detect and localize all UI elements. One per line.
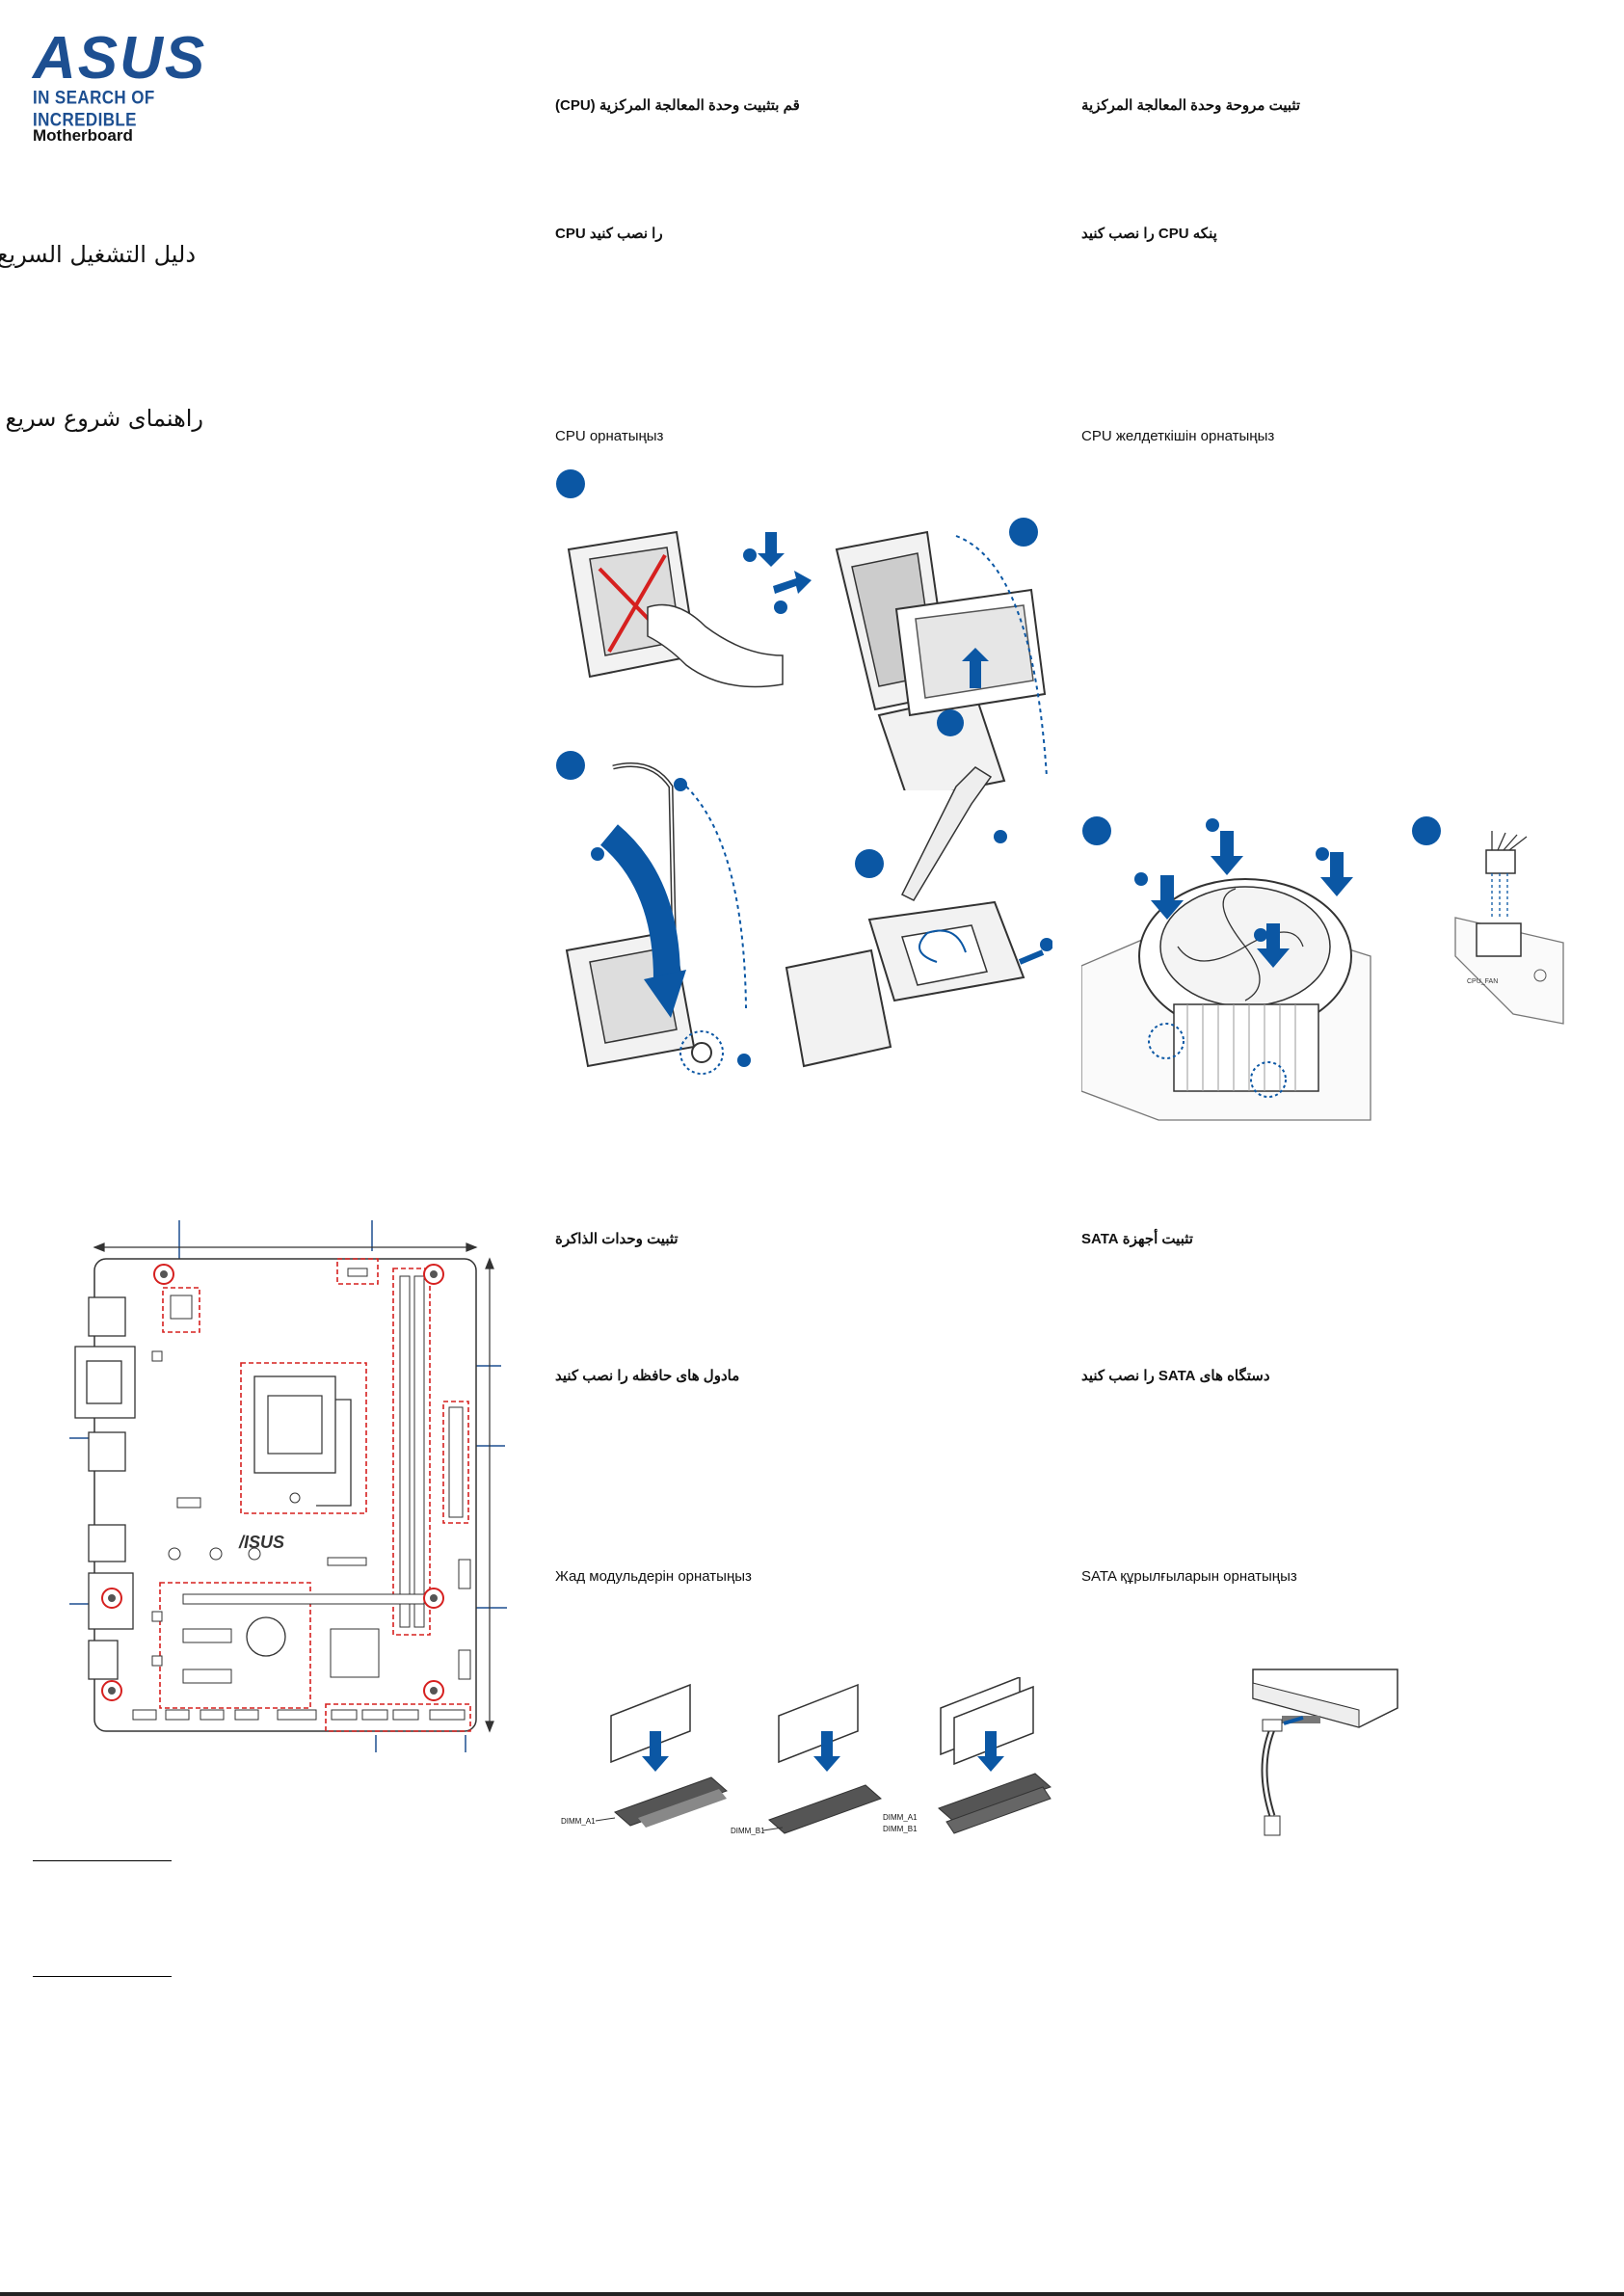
- dimm-b1-label: DIMM_B1: [883, 1825, 918, 1833]
- asus-logo: ASUS IN SEARCH OF INCREDIBLE: [33, 25, 254, 130]
- board-logo: /ISUS: [238, 1533, 284, 1552]
- guide-title-persian: راهنمای شروع سریع: [5, 405, 203, 432]
- page-bottom-rule: [0, 2292, 1624, 2296]
- step-marker: [556, 751, 585, 780]
- footnote-rule: [33, 1976, 172, 1977]
- cpu-heading-persian: CPU را نصب کنید: [555, 226, 663, 242]
- cpu-step-3-4-illustration: [556, 751, 1052, 1075]
- dimm-b1-label: DIMM_B1: [731, 1827, 765, 1835]
- memory-install-illustration: DIMM_A1 DIMM_B1 DIMM_A1 DIMM_B1: [561, 1677, 1052, 1835]
- cpu-fan-illustration: CPU_FAN: [1081, 816, 1564, 1121]
- footnote-rule: [33, 1860, 172, 1861]
- fan-heading-arabic: تثبيت مروحة وحدة المعالجة المركزية: [1081, 97, 1301, 114]
- dimm-config-a1-b1: DIMM_A1 DIMM_B1: [883, 1677, 1052, 1834]
- step-marker: [556, 469, 585, 498]
- motherboard-layout-diagram: /ISUS: [69, 1220, 507, 1752]
- cpu-heading-kazakh: CPU орнатыңыз: [555, 428, 664, 444]
- dimm-a1-label: DIMM_A1: [561, 1817, 596, 1826]
- dimm-config-a1: DIMM_A1: [561, 1683, 728, 1828]
- sata-heading-persian: دستگاه های SATA را نصب کنید: [1081, 1368, 1270, 1384]
- dimm-a1-label: DIMM_A1: [883, 1813, 918, 1822]
- sata-install-illustration: [1252, 1669, 1398, 1836]
- fan-heading-persian: پنکه CPU را نصب کنید: [1081, 226, 1217, 242]
- memory-heading-kazakh: Жад модульдерін орнатыңыз: [555, 1568, 752, 1585]
- memory-heading-arabic: تثبيت وحدات الذاكرة: [555, 1231, 679, 1247]
- cpu-heading-arabic: قم بتثبيت وحدة المعالجة المركزية (CPU): [555, 97, 800, 114]
- cpu-step-1-2-illustration: [556, 469, 1048, 790]
- step-marker: [1082, 816, 1111, 845]
- sata-heading-arabic: تثبيت أجهزة SATA: [1081, 1231, 1193, 1247]
- sata-heading-kazakh: SATA құрылғыларын орнатыңыз: [1081, 1568, 1297, 1585]
- fan-heading-kazakh: CPU желдеткішін орнатыңыз: [1081, 428, 1275, 444]
- guide-title-arabic: دليل التشغيل السريع: [0, 241, 196, 268]
- dimm-config-b1: DIMM_B1: [731, 1683, 882, 1835]
- memory-heading-persian: مادول های حافظه را نصب کنید: [555, 1368, 740, 1384]
- product-name: Motherboard: [33, 126, 133, 145]
- brand-name: ASUS: [33, 25, 207, 92]
- cpu-fan-header-label: CPU_FAN: [1467, 978, 1498, 985]
- brand-tagline: IN SEARCH OF INCREDIBLE: [33, 87, 155, 130]
